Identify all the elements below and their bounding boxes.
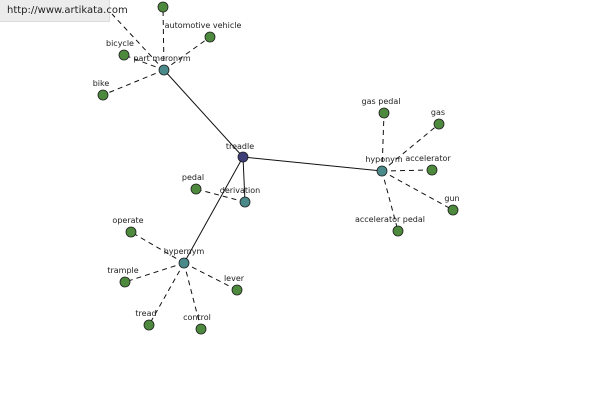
- relation-node-derivation[interactable]: [239, 196, 251, 208]
- word-label-automotive-vehicle[interactable]: automotive vehicle: [165, 21, 242, 30]
- site-url-banner[interactable]: http://www.artikata.com: [0, 0, 128, 22]
- edge-root-part-meronym: [163, 69, 244, 158]
- word-label-gun[interactable]: gun: [444, 194, 459, 203]
- word-node-bike[interactable]: [97, 89, 109, 101]
- word-node-operate[interactable]: [125, 226, 137, 238]
- edge-part-meronym-automotive-vehicle: [163, 36, 211, 71]
- graph-labels: bicycle automotive vehicle bike gas pedal ga…: [93, 21, 460, 322]
- edge-hypernym-lever: [183, 262, 238, 291]
- edge-hyponym-accelerator: [381, 169, 433, 172]
- edge-root-derivation: [242, 156, 246, 203]
- edge-hyponym-gas-pedal: [381, 112, 385, 172]
- cut-off-word-node[interactable]: [157, 1, 169, 13]
- word-node-trample[interactable]: [119, 276, 131, 288]
- word-node-gun[interactable]: [447, 204, 459, 216]
- edge-hyponym-gun: [381, 170, 454, 211]
- edge-root-hyponym: [242, 156, 383, 172]
- word-label-gas-pedal[interactable]: gas pedal: [362, 97, 401, 106]
- word-node-accelerator[interactable]: [426, 164, 438, 176]
- relation-label-hyponym[interactable]: hyponym: [365, 155, 403, 164]
- word-node-bicycle[interactable]: [118, 49, 130, 61]
- word-label-trample[interactable]: trample: [107, 266, 138, 275]
- word-label-lever[interactable]: lever: [224, 274, 245, 283]
- edge-hypernym-trample: [124, 262, 185, 283]
- root-node-treadle[interactable]: [237, 151, 249, 163]
- word-node-gas-pedal[interactable]: [378, 107, 390, 119]
- root-label-treadle[interactable]: treadle: [226, 142, 254, 151]
- word-node-tread[interactable]: [143, 319, 155, 331]
- edge-hypernym-tread: [148, 262, 185, 326]
- stub-edge: [111, 13, 165, 71]
- graph-edges: [102, 6, 454, 330]
- relation-label-derivation[interactable]: derivation: [220, 186, 260, 195]
- relation-label-hypernym[interactable]: hypernym: [164, 247, 205, 256]
- word-label-bike[interactable]: bike: [93, 79, 110, 88]
- edge-hyponym-gas: [381, 123, 440, 172]
- graph-nodes: [97, 1, 459, 335]
- relation-node-part-meronym[interactable]: [158, 64, 170, 76]
- word-node-control[interactable]: [195, 323, 207, 335]
- word-label-tread[interactable]: tread: [135, 309, 156, 318]
- relation-node-hyponym[interactable]: [376, 165, 388, 177]
- edge-hypernym-control: [183, 262, 202, 330]
- edge-root-hypernym: [183, 156, 244, 264]
- word-node-automotive-vehicle[interactable]: [204, 31, 216, 43]
- edge-part-meronym-bike: [102, 69, 165, 96]
- relation-node-hypernym[interactable]: [178, 257, 190, 269]
- stub-edge: [162, 6, 165, 71]
- word-label-accelerator-pedal[interactable]: accelerator pedal: [355, 215, 425, 224]
- word-node-pedal[interactable]: [190, 183, 202, 195]
- word-label-pedal[interactable]: pedal: [182, 173, 204, 182]
- word-node-lever[interactable]: [231, 284, 243, 296]
- relation-label-part-meronym[interactable]: part meronym: [133, 54, 190, 63]
- edge-hypernym-operate: [130, 231, 185, 264]
- word-node-accelerator-pedal[interactable]: [392, 225, 404, 237]
- edge-hyponym-accelerator-pedal: [381, 170, 399, 232]
- word-label-bicycle[interactable]: bicycle: [106, 39, 134, 48]
- word-node-gas[interactable]: [433, 118, 445, 130]
- word-label-control[interactable]: control: [183, 313, 211, 322]
- edge-part-meronym-bicycle: [123, 54, 165, 71]
- word-label-gas[interactable]: gas: [431, 108, 445, 117]
- word-label-operate[interactable]: operate: [112, 216, 143, 225]
- word-label-accelerator[interactable]: accelerator: [405, 154, 451, 163]
